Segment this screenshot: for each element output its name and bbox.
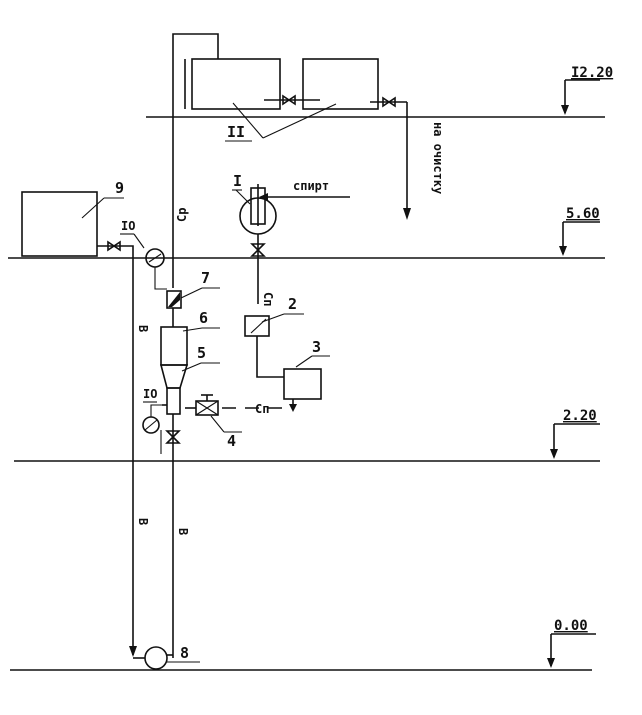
gauge-10-lower: IO — [142, 387, 162, 454]
item-label-10a: IO — [121, 219, 135, 233]
item-label-10b: IO — [143, 387, 157, 401]
receiver-unit-3: 3 — [283, 338, 330, 412]
stream-label-v-left: В — [136, 518, 150, 525]
stream-label-v-right: В — [176, 528, 190, 535]
item-label-1: I — [233, 172, 242, 190]
pump-icon — [144, 646, 168, 670]
level-marker-0-00: 0.00 — [547, 618, 596, 668]
item-label-3: 3 — [312, 338, 321, 356]
item-5-cone — [159, 364, 189, 389]
item-9-box — [21, 191, 98, 257]
return-line: Сп 4 — [185, 394, 290, 450]
water-lines: В В В — [129, 325, 190, 658]
item-label-6: 6 — [199, 309, 208, 327]
valve-icon — [282, 94, 296, 106]
item-label-11: II — [227, 123, 245, 141]
level-marker-5-60: 5.60 — [559, 206, 600, 256]
stream-label-sp-horizontal: Сп — [255, 402, 269, 416]
stream-label-na-ochistku: на очистку — [431, 122, 445, 194]
top-tank-right — [302, 58, 379, 110]
level-label-2-20: 2.20 — [563, 408, 597, 424]
item-3-box — [283, 368, 322, 400]
tank-unit-9: 9 — [21, 179, 134, 655]
item-label-5: 5 — [197, 344, 206, 362]
column-assembly: 7 6 5 — [159, 269, 220, 464]
floor-levels: I2.20 5.60 2.20 0.00 — [8, 65, 613, 671]
condensate-line: Сп 2 — [244, 290, 304, 378]
item-label-8: 8 — [180, 644, 189, 662]
level-marker-2-20: 2.20 — [550, 408, 600, 459]
level-label-0-00: 0.00 — [554, 618, 588, 634]
item-label-7: 7 — [201, 269, 210, 287]
item-7-box — [166, 290, 182, 309]
level-marker-12-20: I2.20 — [561, 65, 613, 115]
mixer-unit-1: спирт I — [232, 172, 350, 290]
valve-icon — [107, 240, 121, 252]
valve-icon — [382, 96, 396, 108]
item-6-box — [160, 326, 188, 366]
stream-label-sp-vertical: Сп — [261, 292, 275, 306]
top-tanks: на очистку II — [191, 58, 445, 220]
stream-label-spirt: спирт — [293, 179, 329, 193]
level-label-5-60: 5.60 — [566, 206, 600, 222]
vapor-riser: Ср — [172, 33, 219, 288]
top-tank-left — [191, 58, 281, 110]
valve-icon — [165, 430, 181, 444]
pump-unit-8: 8 — [133, 644, 200, 670]
item-label-4: 4 — [227, 432, 236, 450]
item-label-2: 2 — [288, 295, 297, 313]
stream-label-sr: Ср — [175, 208, 189, 222]
item-label-9: 9 — [115, 179, 124, 197]
stream-label-v-upper: В — [136, 325, 150, 332]
valve-icon — [250, 243, 266, 257]
level-label-12-20: I2.20 — [571, 65, 613, 81]
gauge-10-upper: IO — [120, 219, 167, 290]
